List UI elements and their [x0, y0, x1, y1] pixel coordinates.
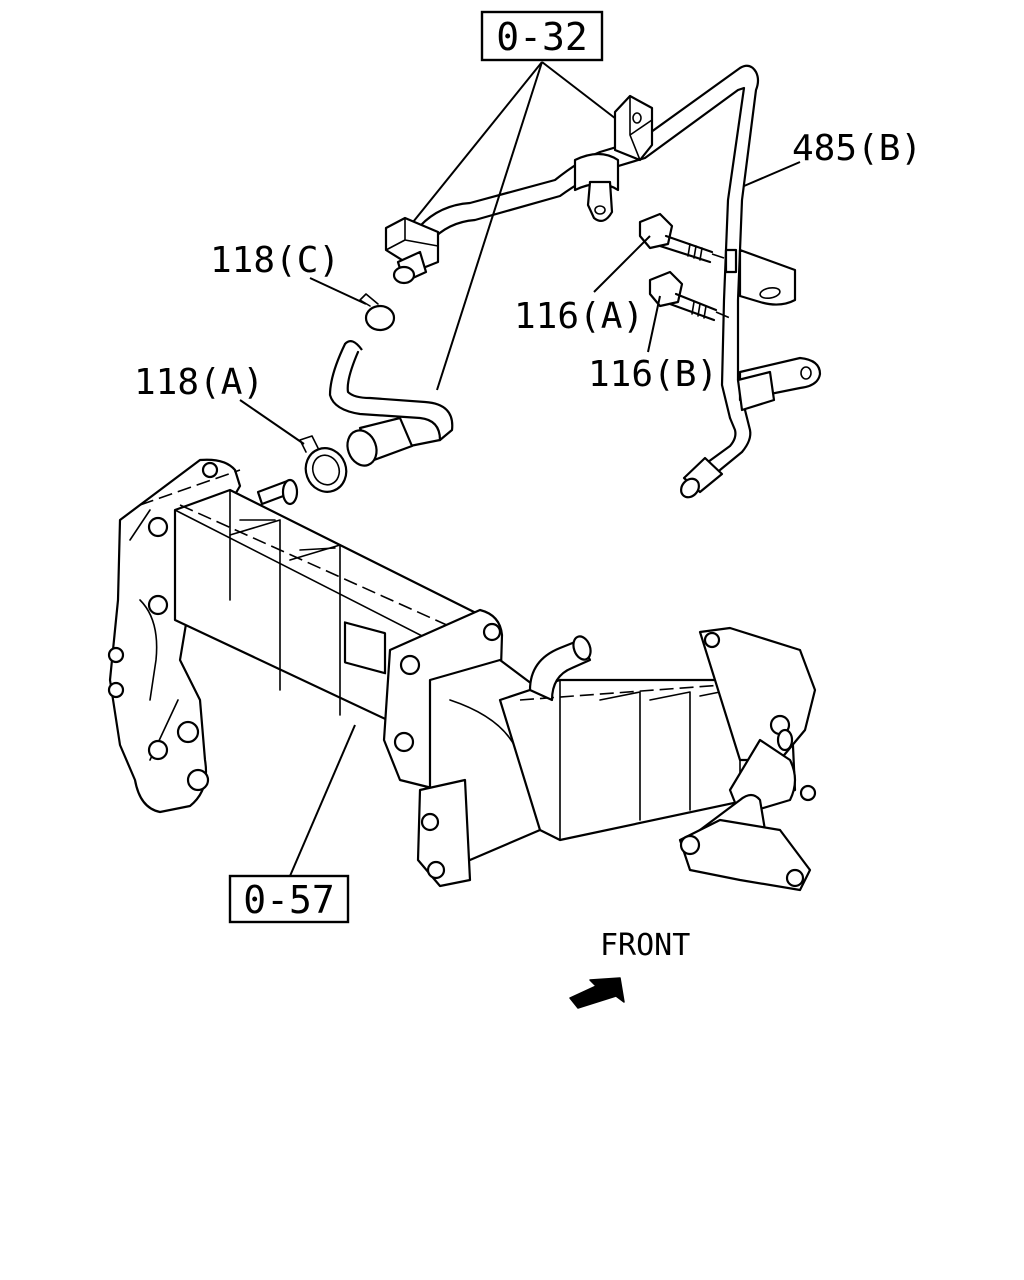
- pipe-right-bracket: [724, 248, 822, 412]
- clamp-118a: [299, 435, 348, 493]
- callout-118a[interactable]: 118(A): [134, 362, 305, 445]
- coolant-pipe-upper: [418, 64, 760, 499]
- callout-116b[interactable]: 116(B): [588, 295, 718, 395]
- callout-0-57-leader: [289, 724, 356, 877]
- clamp-118c: [359, 293, 396, 332]
- ref-label-0-57: 0-57: [243, 878, 335, 922]
- ref-box-0-32[interactable]: 0-32: [480, 10, 604, 62]
- label-116b: 116(B): [588, 354, 718, 395]
- front-label: FRONT: [600, 928, 690, 963]
- label-116a: 116(A): [514, 296, 644, 337]
- pipe-clip-bracket: [573, 94, 654, 222]
- pipe-left-fitting: [384, 216, 440, 285]
- leaders-0-32: [404, 61, 621, 391]
- label-118c: 118(C): [210, 240, 340, 281]
- bolt-116b: [648, 270, 731, 322]
- label-485b: 485(B): [792, 128, 922, 169]
- callout-116a[interactable]: 116(A): [514, 235, 651, 337]
- bolt-116a: [638, 212, 725, 264]
- callout-485b[interactable]: 485(B): [743, 128, 922, 187]
- ref-label-0-32: 0-32: [496, 15, 588, 59]
- ref-box-0-57[interactable]: 0-57: [228, 874, 350, 924]
- egr-cooler-assembly: [107, 458, 817, 892]
- coolant-hose: [328, 340, 454, 467]
- front-arrow-icon: [569, 977, 625, 1009]
- label-118a: 118(A): [134, 362, 264, 403]
- front-indicator: FRONT: [569, 928, 690, 1009]
- callout-118c[interactable]: 118(C): [210, 240, 367, 305]
